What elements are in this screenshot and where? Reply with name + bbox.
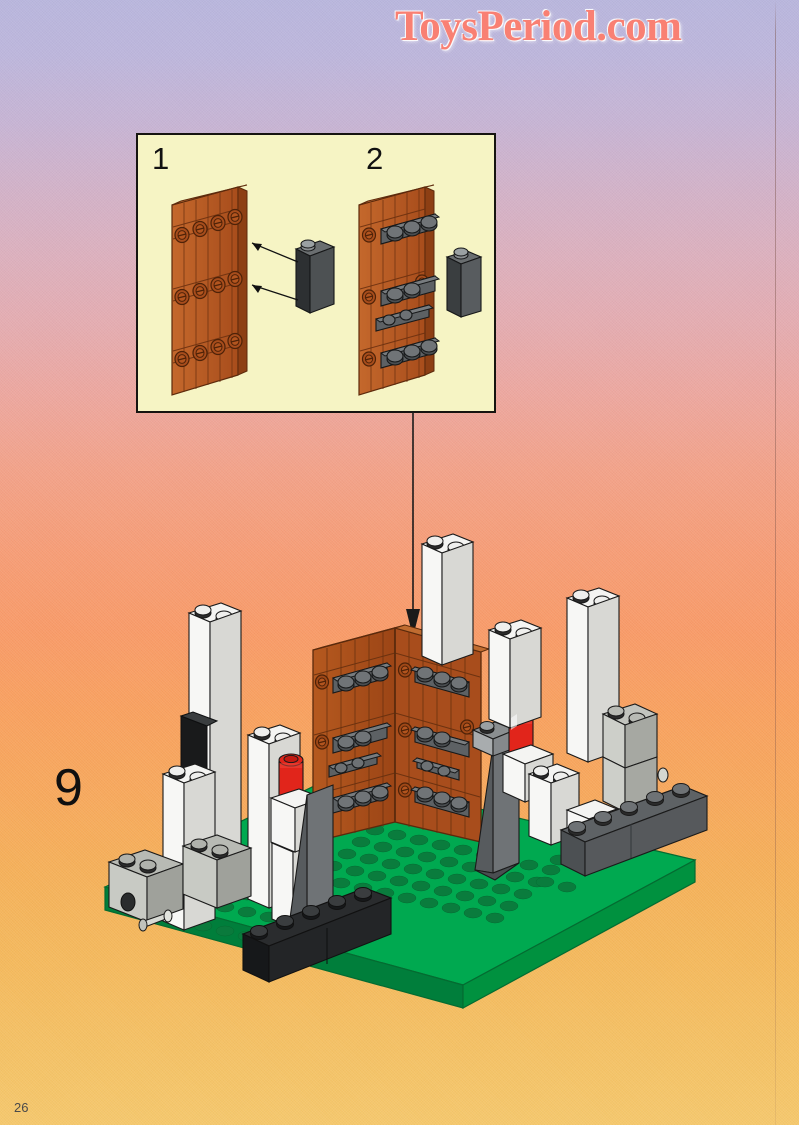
substep-inset-box: 1 2 [136,133,496,413]
dark-gray-slope-bar-right [559,783,709,877]
white-column-right-tall [487,619,543,729]
highlight-sliver [511,714,517,730]
assembly-arrow-upper [251,242,299,263]
gray-plate-left-bottom [331,782,393,814]
assembly-arrow-lower [251,284,299,301]
step-number: 9 [54,759,83,817]
loose-dark-gray-brick [294,239,336,314]
light-gray-stack-right [601,703,669,813]
light-gray-brick-with-pin [107,834,253,932]
attached-dark-gray-brick [445,247,483,318]
watermark-text: ToysPeriod.com [395,2,682,50]
gray-plate-bottom [379,337,441,369]
gray-plate-right-middle [409,726,471,781]
page-number: 26 [14,1100,29,1115]
black-slope-front-left [241,887,393,983]
connector-arrow [406,412,420,637]
gray-plate-middle [374,275,441,332]
main-model-illustration [103,533,709,1010]
gray-plate-left-middle [327,722,393,778]
gray-plate-right-top [409,666,471,698]
gray-plate-left-top [331,662,393,694]
gray-plate-top [379,213,441,245]
gray-plate-right-bottom [409,786,471,818]
substep-1-label: 1 [152,141,170,176]
substep-2-illustration [358,184,483,396]
substep-1-illustration [171,184,336,396]
substep-2-label: 2 [366,141,384,176]
white-column-center-tall [420,533,475,666]
